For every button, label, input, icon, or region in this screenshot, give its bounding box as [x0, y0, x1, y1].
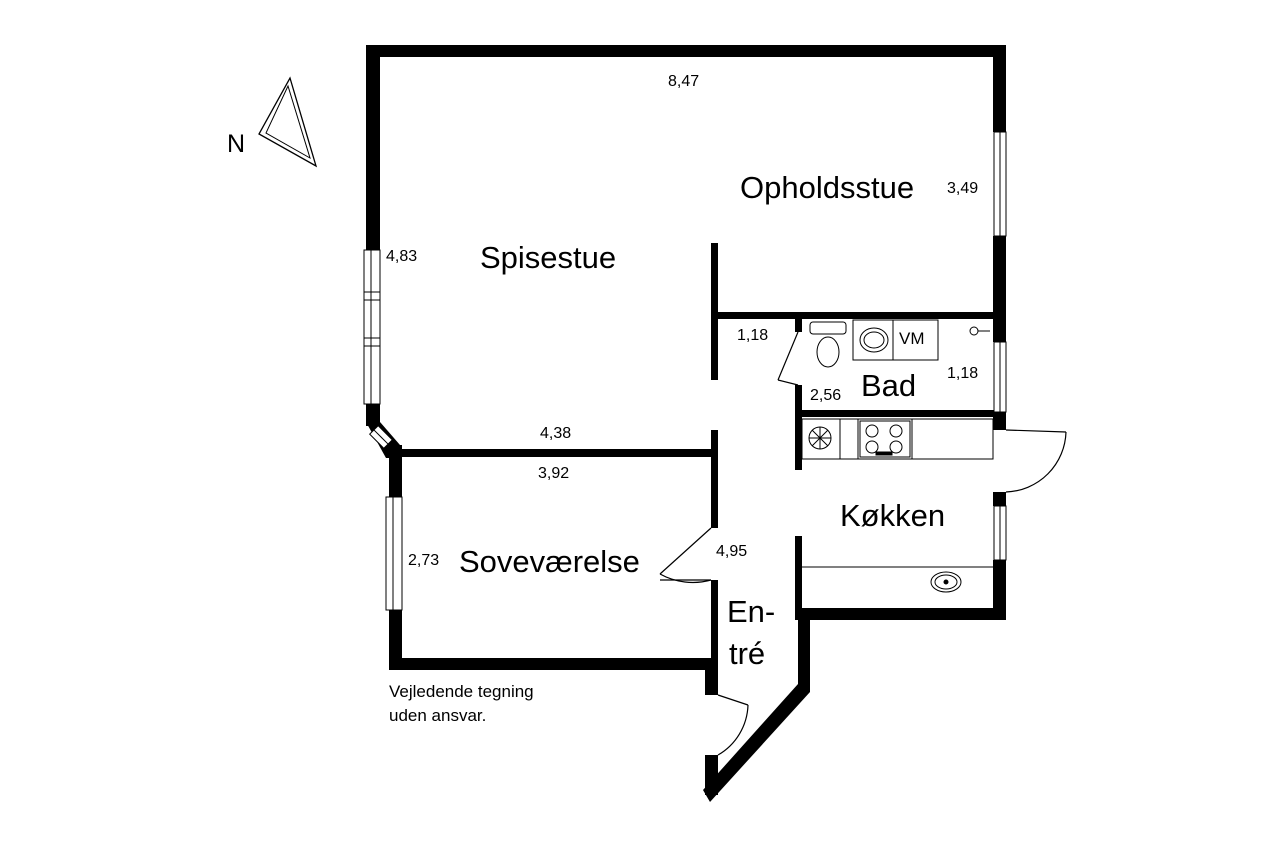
wall-entre-east: [703, 608, 810, 802]
dim-sove-width: 3,92: [538, 465, 570, 482]
shower-drain-icon: [969, 326, 979, 336]
dim-bad-width: 2,56: [810, 387, 842, 404]
window-bad-east: [993, 341, 1007, 413]
wall-bad-south: [795, 410, 1006, 417]
wall-sove-west-upper: [389, 445, 402, 497]
door-front: [717, 694, 749, 756]
interior-walls: [400, 243, 1006, 670]
kitchen-counter: [801, 418, 994, 460]
wall-living-divider: [711, 243, 718, 380]
bathroom-fixtures: [809, 319, 990, 368]
wall-entre-west-a: [705, 670, 718, 695]
stove-icon: [859, 420, 911, 458]
fan-icon: [808, 426, 832, 450]
wall-west-lower: [366, 404, 380, 426]
dim-opholdsstue-depth: 3,49: [947, 180, 979, 197]
door-balcony: [1005, 429, 1067, 493]
dim-bad-depth: 1,18: [947, 365, 979, 382]
room-label-opholdsstue: Opholdsstue: [740, 170, 915, 205]
wall-bad-west-stub: [711, 312, 718, 380]
bathroom-sink-icon: [859, 327, 889, 353]
wall-kitchen-south: [798, 608, 1006, 620]
disclaimer-line1: Vejledende tegning: [389, 682, 534, 701]
wall-bad-west-a: [795, 312, 802, 332]
window-kitchen-east: [993, 505, 1007, 561]
toilet-tank-icon: [809, 321, 847, 335]
door-sove: [659, 527, 712, 584]
room-label-spisestue: Spisestue: [480, 240, 617, 275]
room-label-koekken: Køkken: [840, 498, 946, 533]
wall-east-5: [993, 560, 1006, 620]
wall-east-1: [993, 45, 1006, 132]
wall-east-4: [993, 492, 1006, 506]
door-bad: [777, 331, 799, 386]
window-bevel: [368, 424, 394, 450]
wall-kitchen-west: [795, 536, 802, 620]
kitchen-sink-icon: [930, 571, 962, 593]
window-living-east: [993, 131, 1007, 237]
wall-sove-east-b: [711, 580, 718, 670]
room-label-sovevaerelse: Soveværelse: [459, 544, 640, 579]
wall-bad-north: [711, 312, 999, 319]
outer-walls: [366, 45, 1006, 802]
wall-top: [366, 45, 1006, 57]
doors: [659, 331, 1067, 756]
wall-bad-west-b: [795, 385, 802, 470]
dim-spisestue-width: 4,38: [540, 425, 572, 442]
windows: [363, 131, 1007, 611]
window-dining-west: [363, 249, 381, 405]
compass-north-label: N: [227, 130, 246, 158]
dim-top-width: 8,47: [668, 73, 700, 90]
wall-sove-west-lower: [389, 610, 402, 670]
wall-sove-east-a: [711, 430, 718, 528]
wall-sove-north: [400, 449, 718, 457]
disclaimer-line2: uden ansvar.: [389, 706, 487, 725]
washing-machine-box: [892, 319, 939, 361]
wall-west-upper: [366, 45, 380, 250]
toilet-bowl-icon: [816, 336, 840, 368]
sink-counter-icon: [852, 319, 894, 361]
washing-machine-label: VM: [899, 329, 925, 348]
dim-entre-length: 4,95: [716, 543, 748, 560]
room-label-entre-line2: tré: [729, 636, 766, 671]
kitchen-fixtures: [801, 418, 994, 593]
dim-bad-wall: 1,18: [737, 327, 769, 344]
window-sove-west: [385, 496, 403, 611]
room-label-bad: Bad: [861, 368, 917, 403]
dim-sove-depth: 2,73: [408, 552, 440, 569]
compass-arrow-icon: [258, 76, 318, 168]
wall-east-2: [993, 236, 1006, 342]
dim-spisestue-depth: 4,83: [386, 248, 418, 265]
wall-sove-south: [389, 658, 715, 670]
room-label-entre-line1: En-: [727, 594, 776, 629]
